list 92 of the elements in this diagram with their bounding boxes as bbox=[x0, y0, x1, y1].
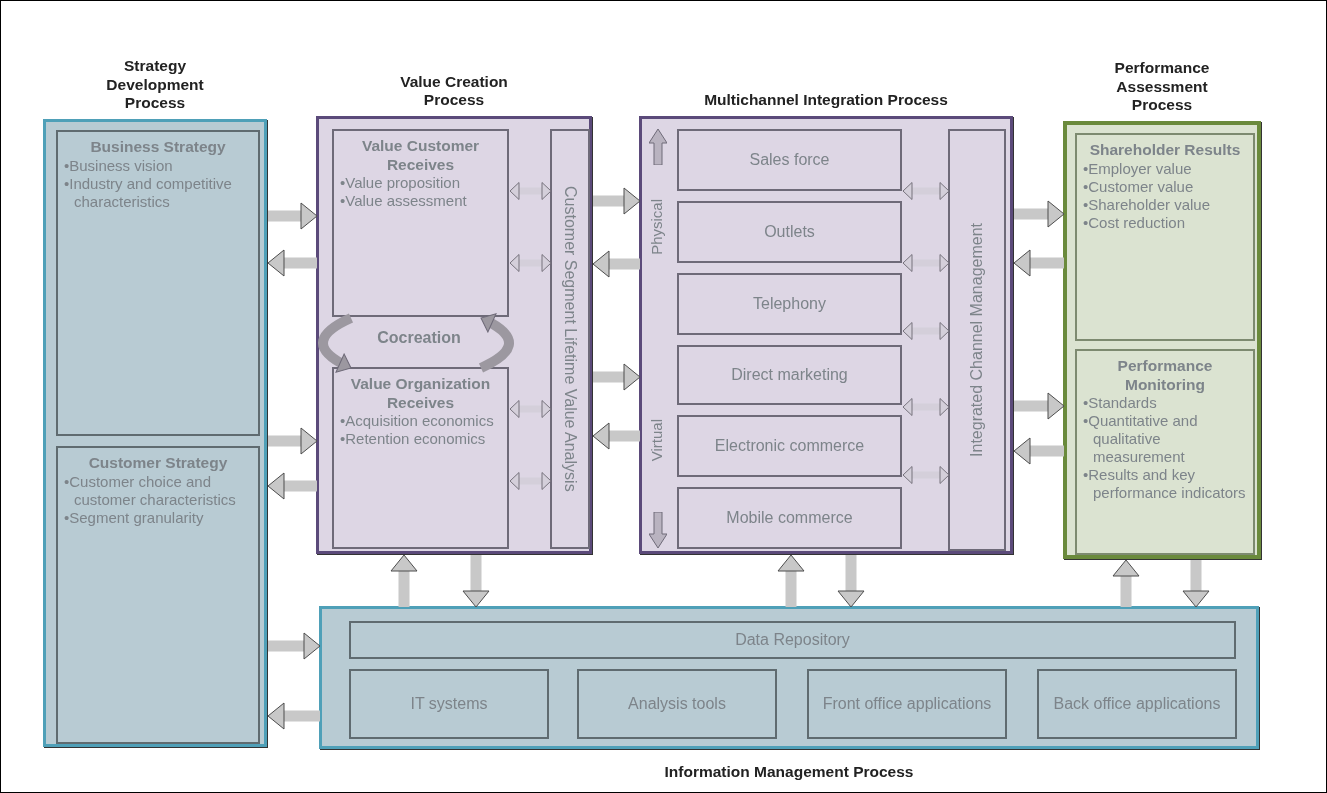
bullet-item: •Cost reduction bbox=[1083, 213, 1186, 232]
process-title: Performance Assessment Process bbox=[1113, 58, 1211, 115]
bullet-item: •Shareholder value bbox=[1083, 195, 1211, 214]
bullet-item: •Industry and competitive characteristics bbox=[64, 174, 233, 211]
block-arrow bbox=[509, 400, 552, 418]
block-arrow bbox=[268, 427, 318, 455]
bullet-item: •Business vision bbox=[64, 156, 174, 175]
block-arrow bbox=[1014, 392, 1065, 420]
block-arrow bbox=[902, 322, 950, 340]
box-label: Analysis tools bbox=[628, 694, 726, 714]
block-arrow bbox=[592, 250, 640, 278]
cycle-label: Cocreation bbox=[376, 329, 462, 347]
process-box bbox=[677, 345, 902, 405]
process-box bbox=[56, 130, 260, 436]
box-heading: Value Organization Receives bbox=[349, 375, 492, 413]
block-arrow bbox=[478, 313, 514, 373]
process-box bbox=[577, 669, 777, 739]
block-arrow bbox=[1182, 560, 1210, 608]
block-arrow bbox=[390, 554, 418, 607]
block-arrow bbox=[593, 187, 641, 215]
process-title: Value Creation Process bbox=[399, 71, 509, 110]
bullet-item: •Customer value bbox=[1083, 177, 1195, 196]
block-arrow bbox=[267, 249, 317, 277]
channel-group-label: Physical bbox=[648, 199, 665, 255]
channel-group-label: Virtual bbox=[648, 419, 665, 462]
block-arrow bbox=[1014, 200, 1065, 228]
block-arrow bbox=[902, 254, 950, 272]
block-arrow bbox=[592, 422, 640, 450]
process-title: Multichannel Integration Process bbox=[703, 90, 949, 110]
block-arrow bbox=[902, 398, 950, 416]
process-title: Information Management Process bbox=[663, 761, 915, 782]
block-arrow bbox=[509, 254, 552, 272]
box-label: Mobile commerce bbox=[726, 508, 853, 528]
block-arrow bbox=[593, 363, 641, 391]
process-box bbox=[948, 129, 1006, 551]
box-label: Data Repository bbox=[735, 630, 850, 650]
process-box bbox=[550, 129, 590, 549]
block-arrow bbox=[1013, 437, 1064, 465]
bullet-item: •Quantitative and qualitative measurement bbox=[1083, 412, 1199, 467]
box-label: IT systems bbox=[410, 694, 488, 714]
block-arrow bbox=[268, 202, 318, 230]
block-arrow bbox=[837, 555, 865, 608]
block-arrow bbox=[462, 555, 490, 608]
process-box bbox=[349, 669, 549, 739]
process-box bbox=[807, 669, 1007, 739]
box-label: Front office applications bbox=[822, 694, 992, 714]
box-label: Back office applications bbox=[1053, 694, 1221, 714]
process-box bbox=[1037, 669, 1237, 739]
process-box bbox=[677, 415, 902, 477]
block-arrow bbox=[1112, 559, 1140, 607]
block-arrow bbox=[267, 702, 320, 730]
box-heading: Customer Strategy bbox=[87, 454, 229, 473]
box-label: Telephony bbox=[753, 294, 826, 314]
bullet-item: •Results and key performance indicators bbox=[1083, 466, 1247, 503]
vertical-label: Integrated Channel Management bbox=[967, 223, 987, 457]
bullet-item: •Standards bbox=[1083, 394, 1158, 413]
box-heading: Value Customer Receives bbox=[360, 137, 481, 175]
box-heading: Performance Monitoring bbox=[1116, 357, 1214, 395]
bullet-item: •Retention economics bbox=[340, 430, 487, 449]
bullet-item: •Employer value bbox=[1083, 159, 1193, 178]
process-box bbox=[349, 621, 1236, 659]
process-box bbox=[332, 129, 509, 317]
bullet-item: •Value assessment bbox=[340, 192, 468, 211]
process-box bbox=[1075, 133, 1255, 341]
process-box bbox=[56, 446, 260, 744]
bullet-item: •Value proposition bbox=[340, 174, 462, 193]
block-arrow bbox=[902, 182, 950, 200]
box-label: Electronic commerce bbox=[714, 436, 865, 456]
box-label: Direct marketing bbox=[731, 365, 848, 385]
process-box bbox=[677, 273, 902, 335]
box-heading: Business Strategy bbox=[89, 138, 227, 157]
process-box bbox=[1075, 349, 1255, 555]
block-arrow bbox=[318, 313, 354, 373]
block-arrow bbox=[1013, 249, 1064, 277]
process-box bbox=[332, 367, 509, 549]
block-arrow bbox=[777, 554, 805, 607]
block-arrow bbox=[509, 182, 552, 200]
bullet-item: •Acquisition economics bbox=[340, 412, 495, 431]
block-arrow bbox=[268, 632, 321, 660]
block-arrow bbox=[267, 472, 317, 500]
process-title: Strategy Development Process bbox=[105, 56, 205, 113]
bullet-item: •Customer choice and customer characteristics bbox=[64, 472, 237, 509]
block-arrow bbox=[509, 472, 552, 490]
process-box bbox=[677, 487, 902, 549]
box-label: Outlets bbox=[764, 222, 815, 242]
vertical-label: Customer Segment Lifetime Value Analysis bbox=[560, 186, 580, 492]
box-label: Sales force bbox=[749, 150, 830, 170]
block-arrow bbox=[902, 466, 950, 484]
box-heading: Shareholder Results bbox=[1088, 141, 1242, 160]
process-box bbox=[677, 201, 902, 263]
bullet-item: •Segment granularity bbox=[64, 508, 205, 527]
process-box bbox=[677, 129, 902, 191]
